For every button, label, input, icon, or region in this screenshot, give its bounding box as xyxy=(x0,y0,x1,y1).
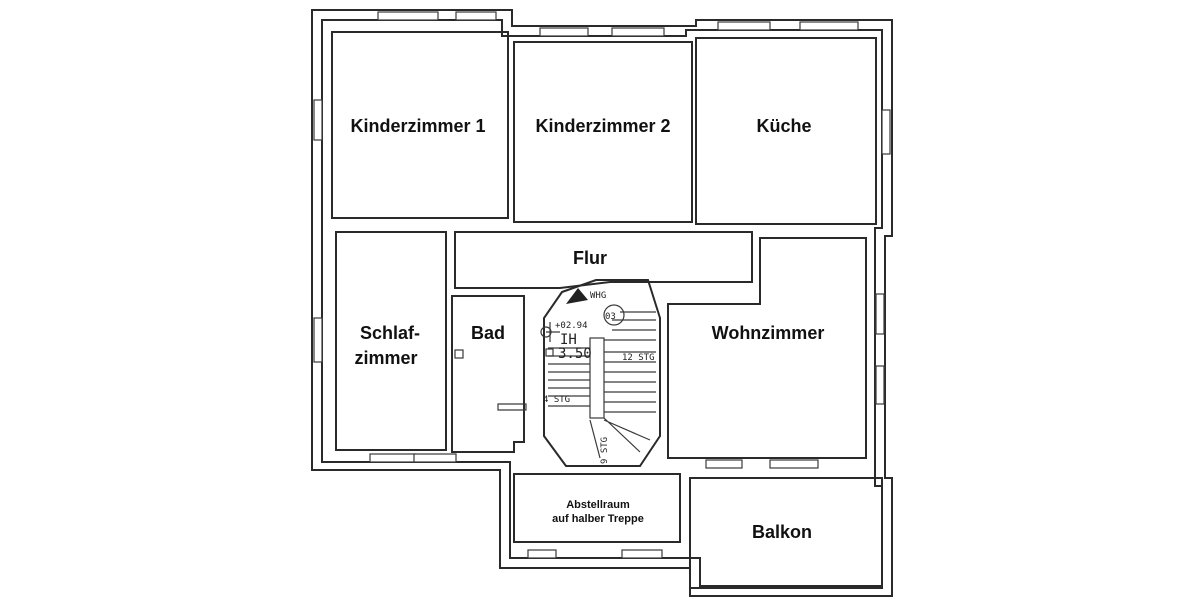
stair-note-4-steps: 4 STG xyxy=(543,395,570,405)
label-bad: Bad xyxy=(471,323,505,343)
room-kinderzimmer-2 xyxy=(513,41,693,223)
room-flur xyxy=(454,231,753,289)
label-balkon: Balkon xyxy=(752,522,812,542)
north-arrow-icon xyxy=(566,288,588,304)
room-labels: Kinderzimmer 1 Kinderzimmer 2 Küche Flur… xyxy=(350,116,824,542)
room-bad xyxy=(451,295,527,453)
stair-note-9-steps: 9 STG xyxy=(600,437,610,464)
stair-note-height: 3.50 xyxy=(558,346,592,362)
stair-note-unit: 03 xyxy=(605,312,616,322)
label-schlafzimmer-line2: zimmer xyxy=(354,348,417,368)
label-flur: Flur xyxy=(573,248,607,268)
room-kinderzimmer-1 xyxy=(331,31,509,219)
room-wohnzimmer xyxy=(667,237,867,459)
windows xyxy=(313,11,891,559)
label-schlafzimmer-line1: Schlaf- xyxy=(360,323,420,343)
label-abstellraum-line1: Abstellraum xyxy=(566,499,630,511)
room-balkon xyxy=(689,477,883,589)
stair-note-12-steps: 12 STG xyxy=(622,353,655,363)
room-abstellraum xyxy=(513,473,681,543)
room-schlafzimmer xyxy=(335,231,447,451)
stairwell: WHG 03 +02.94 IH 3.50 12 STG 4 STG 9 STG xyxy=(540,279,661,467)
room-kueche xyxy=(695,37,877,225)
stair-note-level: +02.94 xyxy=(555,321,588,331)
stair-note-whg: WHG xyxy=(590,291,606,301)
label-kinderzimmer-2: Kinderzimmer 2 xyxy=(535,116,670,136)
label-wohnzimmer: Wohnzimmer xyxy=(712,323,825,343)
label-kueche: Küche xyxy=(756,116,811,136)
label-abstellraum-line2: auf halber Treppe xyxy=(552,513,644,525)
stair-note-ih: IH xyxy=(560,332,577,348)
label-kinderzimmer-1: Kinderzimmer 1 xyxy=(350,116,485,136)
